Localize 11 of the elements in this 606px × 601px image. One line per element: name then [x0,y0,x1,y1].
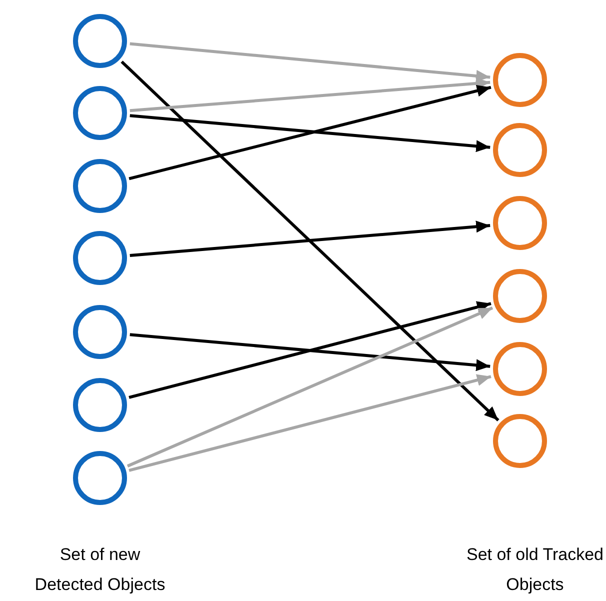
arrow [130,77,490,112]
column-label: Set of new Detected Objects [34,544,166,596]
arrow [130,220,490,257]
arrow [130,333,490,372]
arrow [130,114,490,152]
arrow [128,301,492,399]
arrow [128,374,492,472]
arrow [130,42,490,82]
column-label: Set of old Tracked Objects [465,544,605,596]
arrow [128,84,492,180]
arrow [126,306,494,468]
